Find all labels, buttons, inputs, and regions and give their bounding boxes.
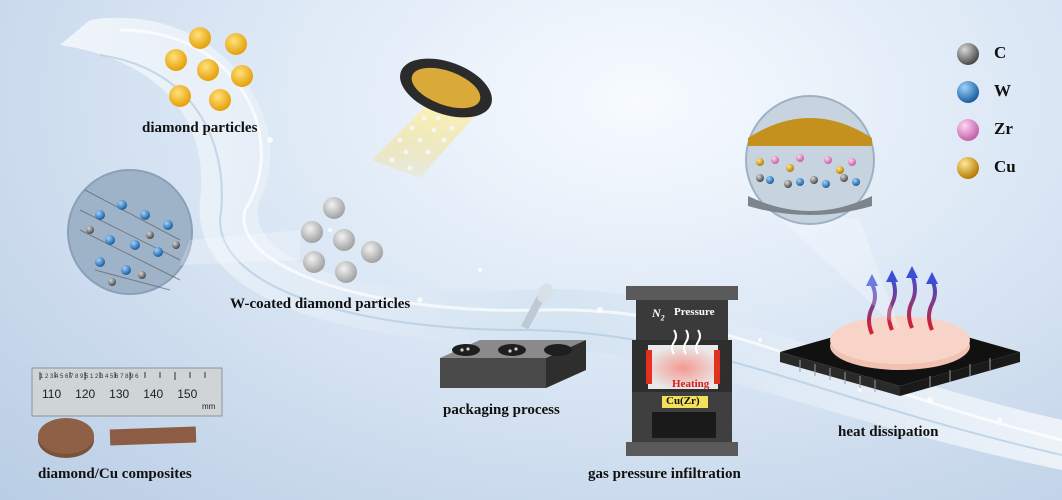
ruler-photo — [31, 367, 223, 458]
ruler-small-scale: 1 2 3 4 5 6 7 8 9 5 1 2 3 4 5 6 7 8 9 6 — [40, 374, 139, 380]
packaging-mold-icon — [440, 283, 586, 388]
label-heat: heat dissipation — [838, 424, 939, 440]
ruler-tick: 130 — [109, 387, 130, 401]
legend-label-cu: Cu — [994, 157, 1016, 176]
label-infiltration: gas pressure infiltration — [588, 466, 741, 482]
furnace-gas-label: N2 — [652, 306, 665, 323]
w-coating-inset — [67, 169, 193, 295]
legend-ball-cu — [957, 157, 979, 179]
legend-label-c: C — [994, 43, 1007, 62]
legend-ball-zr — [957, 119, 979, 141]
coating-target-icon — [372, 58, 492, 178]
legend-label-zr: Zr — [994, 119, 1013, 138]
legend-ball-w — [957, 81, 979, 103]
furnace-pressure-label: Pressure — [674, 306, 715, 318]
ruler-tick: 110 — [42, 387, 62, 401]
legend-label-w: W — [994, 81, 1011, 100]
chip-heat-sink-icon — [780, 266, 1020, 396]
ruler-ticks: 110 120 130 140 150 — [42, 387, 197, 401]
infiltration-furnace-icon — [626, 286, 738, 456]
ruler-tick: 150 — [177, 387, 198, 401]
w-coated-particles-icon — [301, 197, 383, 283]
label-diamond-particles: diamond particles — [142, 120, 258, 136]
legend-ball-c — [957, 43, 979, 65]
label-composites: diamond/Cu composites — [38, 466, 192, 482]
label-packaging: packaging process — [443, 402, 560, 418]
ruler-tick: 120 — [75, 387, 96, 401]
label-w-coated: W-coated diamond particles — [230, 296, 411, 312]
diamond-particles-icon — [165, 27, 253, 111]
ruler-tick: 140 — [143, 387, 164, 401]
interface-inset — [745, 95, 900, 330]
ruler-unit: mm — [202, 402, 216, 411]
furnace-melt-label: Cu(Zr) — [666, 395, 700, 407]
furnace-heating-label: Heating — [672, 378, 710, 390]
